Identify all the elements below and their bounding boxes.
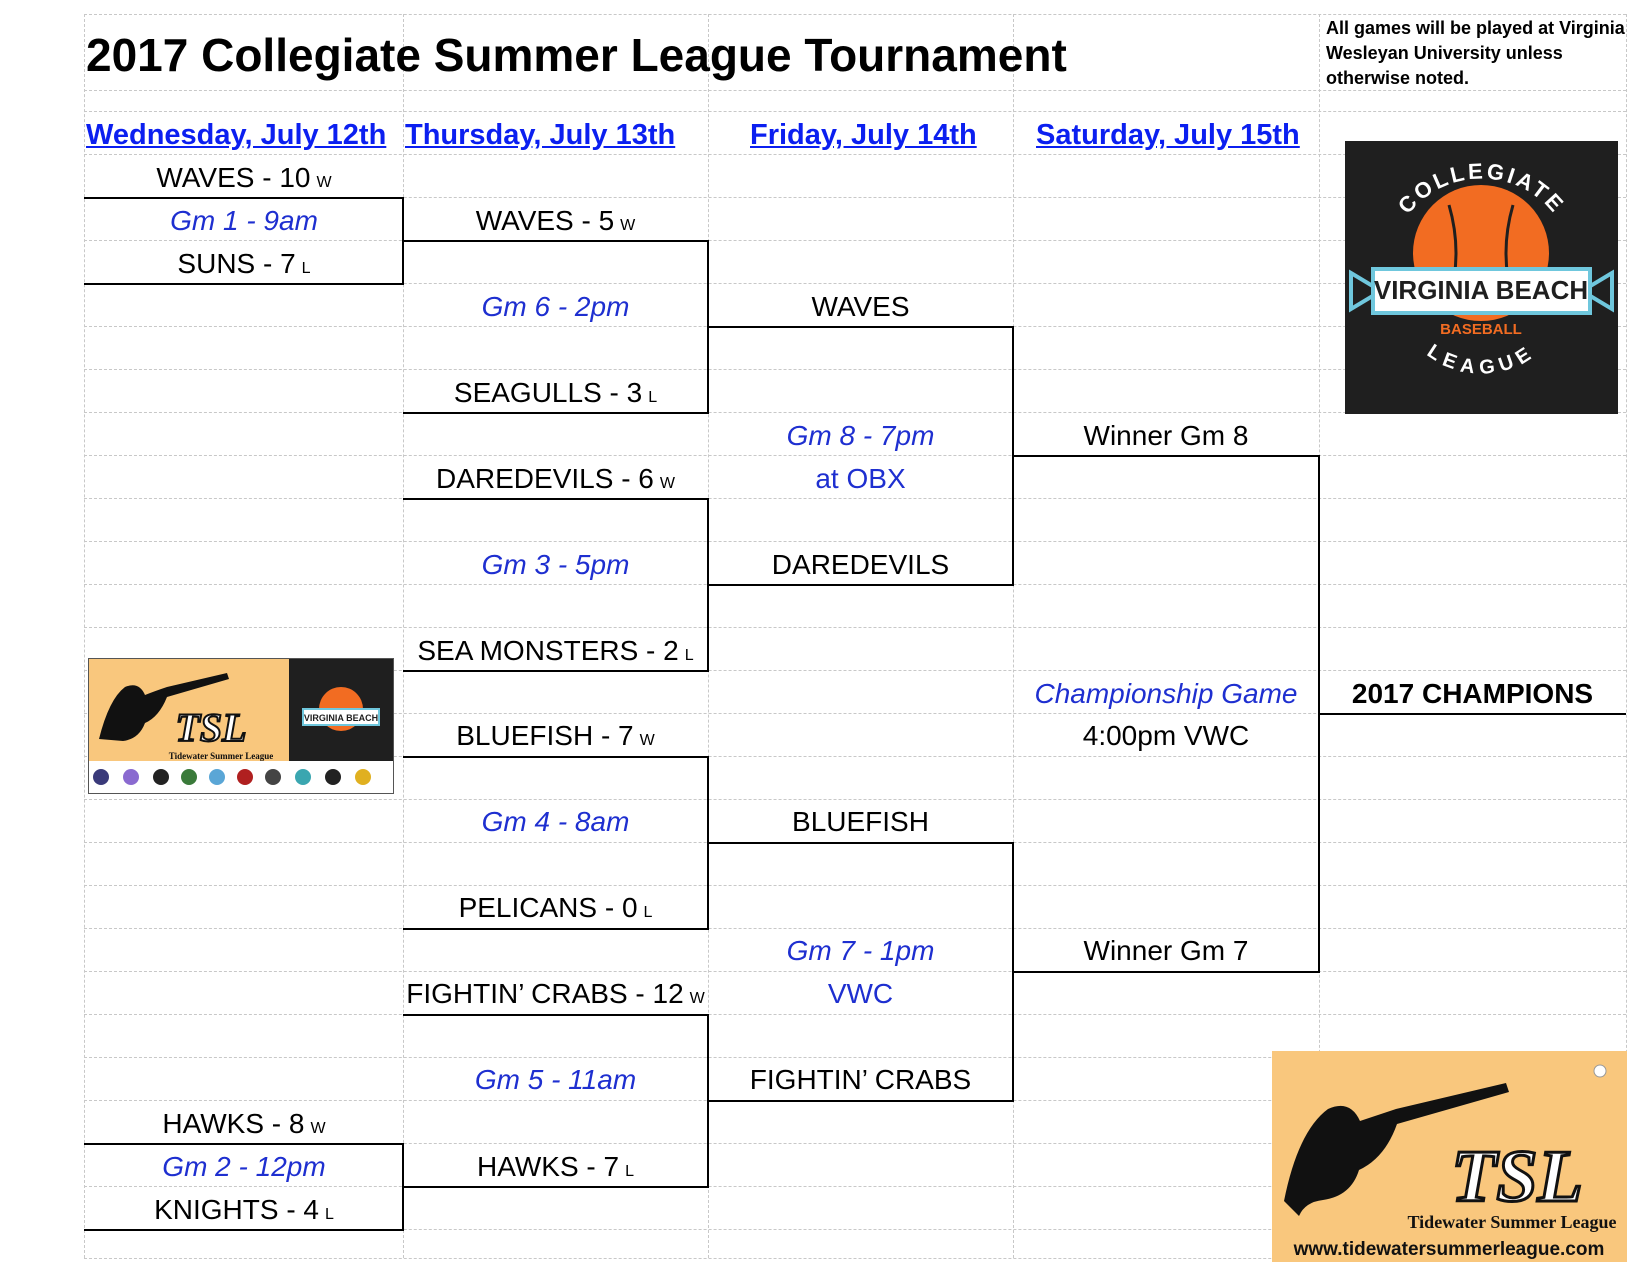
tsl-url: www.tidewatersummerleague.com [1293, 1239, 1605, 1260]
grid-row-line [84, 713, 1626, 714]
tsl-league-banner-logo: TSL Tidewater Summer League VIRGINIA BEA… [88, 658, 394, 794]
day-header-saturday[interactable]: Saturday, July 15th [1036, 119, 1300, 151]
game-7-label: Gm 7 - 1pm [786, 935, 935, 966]
tsl-logo: TSL Tidewater Summer League www.tidewate… [1272, 1051, 1627, 1262]
grid-row-line [84, 1057, 1626, 1058]
grid-row-line [84, 14, 1626, 15]
grid-row-line [84, 928, 1626, 929]
grid-row-line [84, 885, 1626, 886]
tsl-small-abbr: TSL [175, 705, 246, 750]
game-8-location: at OBX [815, 463, 906, 494]
championship-time: 4:00pm VWC [1082, 720, 1250, 751]
grid-row-line [84, 670, 1626, 671]
grid-row-line [84, 283, 1626, 284]
grid-row-line [84, 971, 1626, 972]
game-8-label: Gm 8 - 7pm [786, 420, 935, 451]
grid-row-line [84, 240, 1626, 241]
grid-row-line [84, 154, 1626, 155]
grid-row-line [84, 799, 1626, 800]
page-title: 2017 Collegiate Summer League Tournament [86, 29, 1067, 81]
grid-row-line [84, 1229, 1626, 1230]
game-6-label: Gm 6 - 2pm [481, 291, 630, 322]
game-7-team-top: BLUEFISH [792, 806, 929, 837]
day-header-thursday[interactable]: Thursday, July 13th [405, 119, 676, 151]
vbcl-small-name: VIRGINIA BEACH [304, 713, 378, 723]
championship-game-label: Championship Game [1034, 678, 1298, 709]
tsl-abbr: TSL [1451, 1136, 1583, 1218]
game-7-team-bottom: FIGHTIN’ CRABS [749, 1064, 972, 1095]
grid-row-line [84, 756, 1626, 757]
grid-row-line [84, 627, 1626, 628]
game-1-label: Gm 1 - 9am [170, 205, 318, 236]
final-team-bottom: Winner Gm 7 [1083, 935, 1249, 966]
champions-label: 2017 CHAMPIONS [1351, 678, 1594, 709]
grid-row-line [84, 412, 1626, 413]
day-header-friday[interactable]: Friday, July 14th [750, 119, 977, 151]
grid-row-line [84, 197, 1626, 198]
virginia-beach-league-logo: COLLEGIATE VIRGINIA BEACH BASEBALL LEAGU… [1345, 141, 1618, 414]
game-4-label: Gm 4 - 8am [481, 806, 630, 837]
grid-row-line [84, 1143, 1626, 1144]
grid-row-line [84, 1258, 1626, 1259]
grid-row-line [84, 541, 1626, 542]
venue-note: All games will be played at Virginia Wes… [1326, 18, 1625, 88]
game-5-label: Gm 5 - 11am [474, 1064, 637, 1095]
vbcl-sub-text: BASEBALL [1440, 321, 1522, 338]
grid-row-line [84, 1014, 1626, 1015]
game-2-label: Gm 2 - 12pm [162, 1151, 326, 1182]
game-7-location: VWC [827, 978, 894, 1009]
grid-row-line [84, 1186, 1626, 1187]
grid-row-line [84, 111, 1626, 112]
team-logos-row [93, 769, 371, 785]
game-8-team-bottom: DAREDEVILS [771, 549, 950, 580]
tsl-name: Tidewater Summer League [1408, 1212, 1617, 1232]
final-team-top: Winner Gm 8 [1083, 420, 1249, 451]
tsl-small-name: Tidewater Summer League [169, 751, 274, 761]
grid-row-line [84, 369, 1626, 370]
game-3-label: Gm 3 - 5pm [481, 549, 630, 580]
grid-row-line [84, 498, 1626, 499]
grid-row-line [84, 455, 1626, 456]
vbcl-name-text: VIRGINIA BEACH [1374, 275, 1588, 305]
day-header-wednesday[interactable]: Wednesday, July 12th [86, 119, 387, 151]
game-8-team-top: WAVES [811, 291, 910, 322]
grid-row-line [84, 90, 1626, 91]
